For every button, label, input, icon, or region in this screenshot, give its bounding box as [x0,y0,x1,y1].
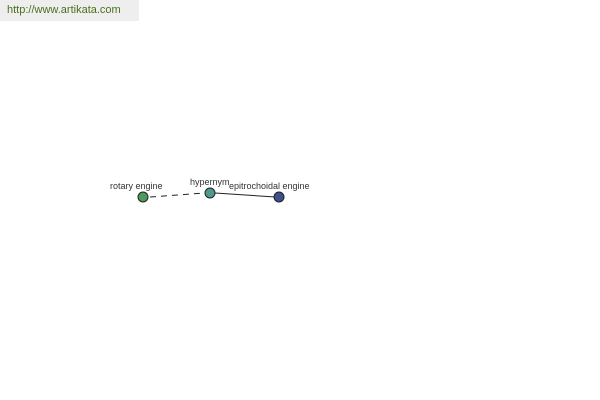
site-link-bar: http://www.artikata.com [0,0,139,21]
node-hypernym[interactable] [204,187,216,199]
label-hypernym: hypernym [190,177,230,187]
relation-to-target-edge [214,192,276,198]
node-rotary-engine[interactable] [137,191,149,203]
site-link[interactable]: http://www.artikata.com [7,4,121,16]
label-rotary-engine: rotary engine [110,181,163,191]
node-epitrochoidal-engine[interactable] [273,191,285,203]
source-to-relation-edge [149,192,206,198]
label-epitrochoidal-engine: epitrochoidal engine [229,181,310,191]
